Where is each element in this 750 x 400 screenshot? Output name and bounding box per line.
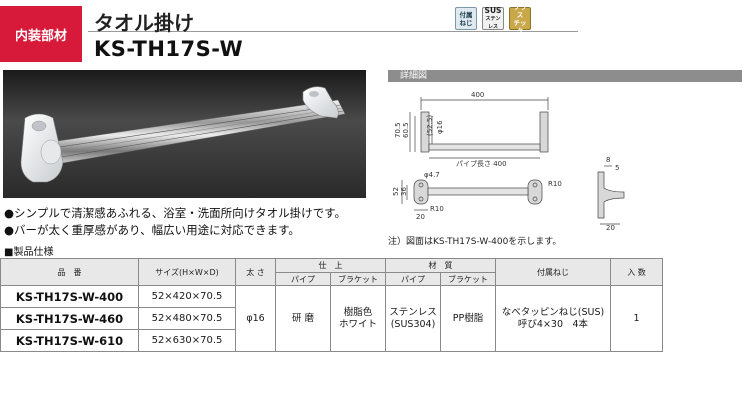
dim-radius-right: R10 — [548, 180, 562, 188]
stainless-icon: SUS ステンレス — [482, 5, 504, 30]
header-finish: 仕 上 — [275, 258, 386, 273]
stainless-label-top: SUS — [484, 5, 502, 15]
spec-table: 品 番 サイズ(H×W×D) 太 さ 仕 上 材 質 付属ねじ 入 数 パイプ … — [0, 258, 663, 352]
detail-drawing: 400 70.5 60.5 (52.5) φ16 パイプ長さ 400 φ4.7 … — [388, 84, 742, 232]
detail-drawing-label: 詳細図 — [400, 71, 428, 81]
header-screws: 付属ねじ — [495, 258, 611, 286]
dim-width: 400 — [471, 91, 484, 99]
cell-finish-bracket: 樹脂色 ホワイト — [330, 285, 386, 352]
material-pipe-line1: ステンレス — [389, 306, 437, 318]
stainless-label-bottom: ステンレス — [485, 15, 501, 30]
row-size: 52×480×70.5 — [138, 307, 236, 330]
header-finish-pipe: パイプ — [275, 272, 331, 286]
dim-pipe-dia: φ16 — [436, 120, 444, 134]
cell-material-bracket: PP樹脂 — [440, 285, 496, 352]
description-line: ●バーが太く重厚感があり、幅広い用途に対応できます。 — [4, 223, 300, 237]
product-photo — [3, 70, 366, 198]
header-code: 品 番 — [0, 258, 139, 286]
dim-pipe-length: パイプ長さ 400 — [456, 160, 507, 168]
row-size: 52×420×70.5 — [138, 285, 236, 308]
detail-drawing-header — [388, 70, 742, 82]
description-line: ●シンプルで清潔感あふれる、浴室・洗面所向けタオル掛けです。 — [4, 206, 347, 220]
cell-qty: 1 — [610, 285, 663, 352]
row-code: KS-TH17S-W-460 — [0, 307, 139, 330]
dim-h-outer: 70.5 — [394, 122, 402, 138]
included-screws-label: 付属ねじ — [459, 10, 473, 27]
dim-side-20: 20 — [606, 224, 615, 230]
dim-plate-h2: 36 — [400, 187, 408, 196]
plastic-label-top: プラス — [513, 2, 527, 19]
header-material-bracket: ブラケット — [440, 272, 496, 286]
header-finish-bracket: ブラケット — [330, 272, 386, 286]
dim-plate-w: 20 — [416, 213, 425, 221]
cell-finish-pipe: 研 磨 — [275, 285, 331, 352]
screws-line2: 呼び4×30 4本 — [517, 318, 589, 330]
spec-heading: ■製品仕様 — [4, 247, 54, 258]
dim-radius-left: R10 — [430, 205, 444, 213]
header-material: 材 質 — [385, 258, 496, 273]
dim-side-5: 5 — [615, 164, 619, 172]
plastic-icon: プラス チック — [509, 3, 531, 35]
material-pipe-line2: (SUS304) — [390, 318, 436, 330]
screws-line1: なべタッピンねじ(SUS) — [501, 306, 605, 318]
dim-h-inner: (52.5) — [426, 115, 434, 136]
header-size: サイズ(H×W×D) — [138, 258, 236, 286]
dim-side-8: 8 — [606, 156, 610, 164]
cell-material-pipe: ステンレス (SUS304) — [385, 285, 441, 352]
plastic-label-bottom: チック — [513, 18, 527, 35]
product-name: タオル掛け — [94, 11, 194, 35]
header-thickness: 太 さ — [235, 258, 276, 286]
drawing-note: 注）図面はKS-TH17S-W-400を示します。 — [388, 237, 562, 247]
category-badge: 内装部材 — [0, 6, 82, 62]
title-divider — [88, 31, 578, 32]
header-qty: 入 数 — [610, 258, 663, 286]
cell-thickness: φ16 — [235, 285, 276, 352]
row-code: KS-TH17S-W-610 — [0, 329, 139, 352]
included-screws-icon: 付属ねじ — [455, 7, 477, 30]
product-code: KS-TH17S-W — [94, 37, 244, 61]
header-material-pipe: パイプ — [385, 272, 441, 286]
row-code: KS-TH17S-W-400 — [0, 285, 139, 308]
dim-plate-h: 52 — [392, 187, 400, 196]
towel-bar-illustration — [20, 86, 346, 183]
dim-hole: φ4.7 — [424, 171, 440, 179]
row-size: 52×630×70.5 — [138, 329, 236, 352]
finish-bracket-line1: 樹脂色 — [343, 306, 373, 318]
cell-screws: なべタッピンねじ(SUS) 呼び4×30 4本 — [495, 285, 611, 352]
dim-h-mid: 60.5 — [402, 122, 410, 138]
finish-bracket-line2: ホワイト — [338, 318, 377, 330]
